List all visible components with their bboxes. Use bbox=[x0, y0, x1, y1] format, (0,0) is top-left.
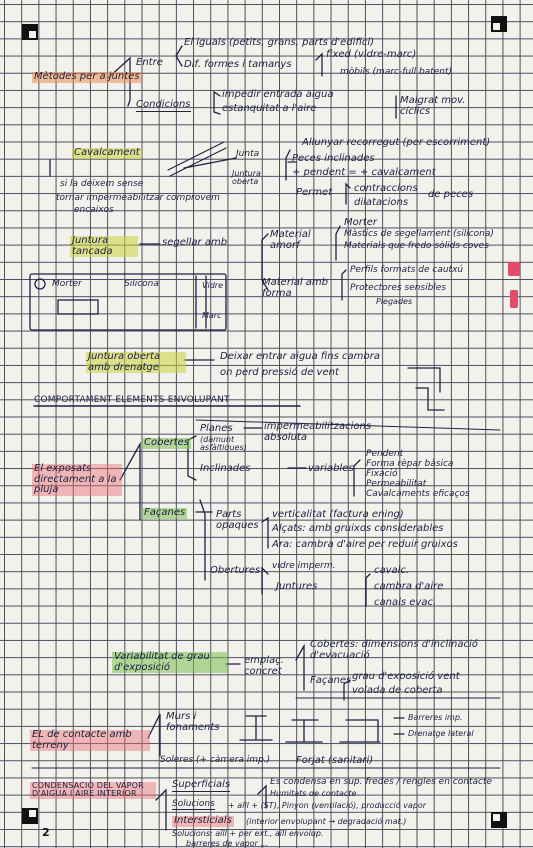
metodes-cond-a: impedir entrada aigua bbox=[222, 89, 334, 100]
condensacio-superficials: Superficials bbox=[172, 779, 231, 792]
cavalcament-junta: Junta bbox=[236, 149, 260, 159]
comportament-opaq-b: Alçats: amb gruixos considerables bbox=[272, 523, 444, 534]
variabilitat-fac-b: volada de coberta bbox=[352, 685, 443, 696]
juntura-forma-a: Perfils formats de cautxú bbox=[350, 265, 464, 275]
cavalcament-junta-oberta: Juntura oberta bbox=[232, 169, 261, 187]
variabilitat-emplac: emplaç. concret bbox=[244, 655, 284, 677]
variabilitat-title: Variabilitat de grau d'exposició bbox=[112, 651, 228, 673]
condensacio-sup-b: Humitats de contacte bbox=[270, 789, 357, 798]
variabilitat-fac: Façanes bbox=[310, 675, 352, 686]
comportament-inclinades-r: variables bbox=[308, 463, 354, 474]
comportament-exposats: El exposats directament a la pluja bbox=[32, 463, 122, 496]
metodes-condicions: Condicions bbox=[136, 99, 191, 112]
contacte-drenatge: Drenatge lateral bbox=[408, 729, 474, 738]
cavalcament-props-b: Peces inclinades bbox=[292, 153, 375, 164]
metodes-entre-b2: mòbils (marc-full batent) bbox=[340, 67, 452, 77]
condensacio-sol3: barreres de vapor ... bbox=[186, 839, 269, 848]
sketch-marc: Marc bbox=[202, 311, 222, 320]
condensacio-intersticials: Intersticials bbox=[172, 815, 234, 827]
corner-marker-icon bbox=[491, 812, 507, 828]
metodes-entre-b1: fixed (vidre-marc) bbox=[326, 49, 417, 60]
juntura-amorf-b: Màstics de segellament (silicona) bbox=[344, 229, 494, 239]
juntura-forma-b: Protectores sensibles bbox=[350, 283, 447, 293]
cavalcament-desc2: tornar impermeabilitzar comprovem bbox=[56, 193, 220, 203]
cavalcament-permet: Permet bbox=[296, 187, 333, 198]
cavalcament-props-c: + pendent = + cavalcament bbox=[292, 167, 436, 178]
cavalcament-title: Cavalcament bbox=[72, 147, 142, 159]
juntura-amorf-a: Morter bbox=[344, 217, 378, 228]
comportament-var-c: Fixació bbox=[366, 469, 398, 479]
comportament-obertures: Obertures bbox=[210, 565, 261, 576]
comportament-obert-b: Juntures bbox=[276, 581, 318, 592]
sketch-morter: Morter bbox=[52, 279, 82, 289]
comportament-facanes: Façanes bbox=[142, 507, 188, 519]
comportament-inclinades: Inclinades bbox=[200, 463, 251, 474]
metodes-entre-a: El iguals (petits, grans, parts d'edific… bbox=[184, 37, 375, 48]
juntura-oberta-title: Juntura oberta amb drenatge bbox=[86, 351, 186, 373]
condensacio-solucions: Solucions bbox=[172, 799, 215, 811]
metodes-title: Mètodes per a juntes bbox=[32, 71, 142, 83]
juntura-amorf-c: Materials que fredo sòlids coves bbox=[344, 241, 489, 251]
condensacio-sup-a: Es condensa en sup. fredes / rengles en … bbox=[270, 777, 493, 787]
comportament-obert-a: vidre imperm. bbox=[272, 561, 336, 571]
metodes-entre-b: Dif. formes i tamanys bbox=[184, 59, 292, 70]
metodes-cond-b: estanquitat a l'aire bbox=[222, 103, 317, 114]
juntura-oberta-desc1: Deixar entrar aigua fins cambra bbox=[220, 351, 380, 362]
variabilitat-fac-a: grau d'exposició vent bbox=[352, 671, 460, 682]
comportament-var-b: Forma rèpar bàsica bbox=[366, 459, 454, 469]
comportament-var-e: Cavalcaments eficaços bbox=[366, 489, 470, 499]
cavalcament-permet-b: dilatacions bbox=[354, 197, 409, 208]
cavalcament-permet-c: de peces bbox=[428, 189, 474, 200]
comportament-junt-a: cavalc. bbox=[374, 565, 410, 576]
comportament-title: COMPORTAMENT ELEMENTS ENVOLUPANT bbox=[34, 395, 230, 405]
comportament-planes-r: impermeabilitzacions absoluta bbox=[264, 421, 372, 443]
contacte-murs: Murs i fonaments bbox=[166, 711, 220, 733]
juntura-tancada-title: Juntura tancada bbox=[70, 235, 138, 257]
comportament-parts-opaques: Parts opaques bbox=[216, 509, 259, 531]
variabilitat-cob: Cobertes: dimensions d'inclinació d'evac… bbox=[310, 639, 478, 661]
contacte-title: EL de contacte amb terreny bbox=[30, 729, 150, 751]
comportament-junt-c: canals evac. bbox=[374, 597, 437, 608]
juntura-forma-c: Plegades bbox=[376, 297, 413, 306]
sketch-vidre: Vidre bbox=[202, 281, 223, 290]
corner-marker-icon bbox=[491, 16, 507, 32]
comportament-var-d: Permeabilitat bbox=[366, 479, 427, 489]
condensacio-title: CONDENSACIÓ DEL VAPOR D'AIGUA I AIRE INT… bbox=[30, 781, 156, 799]
cavalcament-permet-a: contraccions bbox=[354, 183, 418, 194]
juntura-oberta-desc2: on perd pressió de vent bbox=[220, 367, 339, 378]
cavalcament-desc1: si la deixem sense bbox=[60, 179, 144, 189]
comportament-opaq-c: Ara: cambra d'aire per reduir gruixos bbox=[272, 539, 458, 550]
comportament-opaq-a: verticalitat (factura ening) bbox=[272, 509, 404, 520]
juntura-mat-forma: Material amb forma bbox=[262, 277, 329, 299]
sketch-silicona: Silicona bbox=[124, 279, 159, 289]
condensacio-int-a: (interior envolupant → degradació mat.) bbox=[246, 817, 407, 826]
contacte-forjat: Forjat (sanitari) bbox=[296, 755, 374, 766]
metodes-cond-c: Maigrat mov. cíclics bbox=[400, 95, 466, 117]
comportament-planes: Planes bbox=[200, 423, 233, 434]
juntura-mat-amorf: Material amorf bbox=[270, 229, 311, 251]
cavalcament-props-a: Allunyar recorregut (per escorriment) bbox=[302, 137, 491, 148]
contacte-barrera: Barreres imp. bbox=[408, 713, 463, 722]
condensacio-sol2: Solucions: aïll + per ext., aïll envolup… bbox=[172, 829, 324, 838]
contacte-soleres: Soleres (+ càmera imp.) bbox=[160, 755, 271, 765]
cavalcament-desc3: encaixos bbox=[74, 205, 114, 215]
comportament-var-a: Pendent bbox=[366, 449, 404, 459]
corner-marker-icon bbox=[22, 24, 38, 40]
comportament-planes-note: (dàmunt asfàltiques) bbox=[200, 435, 247, 453]
comportament-cobertes: Cobertes bbox=[142, 437, 191, 449]
juntura-segellar: segellar amb bbox=[162, 237, 228, 248]
page-number: 2 bbox=[42, 826, 50, 839]
condensacio-sol-a: + aïll + (ST), Pinyon (ventilació), prod… bbox=[228, 801, 427, 810]
metodes-entre: Entre bbox=[136, 57, 163, 68]
comportament-junt-b: cambra d'aire bbox=[374, 581, 444, 592]
corner-marker-icon bbox=[22, 808, 38, 824]
